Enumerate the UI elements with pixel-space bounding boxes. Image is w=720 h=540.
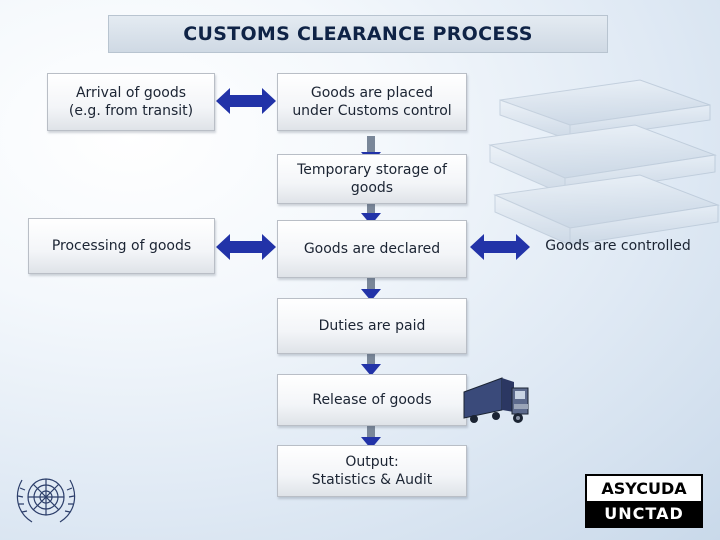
- double-arrow-declared-controlled: [470, 234, 530, 260]
- node-temporary-storage: Temporary storage of goods: [277, 154, 467, 204]
- node-release-of-goods: Release of goods: [277, 374, 467, 426]
- node-processing-of-goods: Processing of goods: [28, 218, 215, 274]
- node-label: Goods are controlled: [545, 237, 691, 254]
- un-emblem-icon: [16, 478, 76, 523]
- node-label: Goods are declared: [303, 240, 441, 257]
- page-title: CUSTOMS CLEARANCE PROCESS: [183, 23, 533, 45]
- node-label: Release of goods: [312, 391, 432, 408]
- node-label: Output: Statistics & Audit: [311, 453, 433, 488]
- node-arrival-of-goods: Arrival of goods (e.g. from transit): [47, 73, 215, 131]
- title-bar: CUSTOMS CLEARANCE PROCESS: [108, 15, 608, 53]
- node-label: Arrival of goods (e.g. from transit): [68, 84, 194, 119]
- books-illustration: [488, 79, 720, 246]
- node-label: Duties are paid: [318, 317, 426, 334]
- truck-icon: [463, 377, 529, 423]
- node-label: Temporary storage of goods: [297, 161, 447, 196]
- down-arrow-release-output: [361, 425, 381, 449]
- down-arrow-duties-release: [361, 352, 381, 376]
- node-duties-paid: Duties are paid: [277, 298, 467, 354]
- node-label: Processing of goods: [51, 237, 192, 254]
- unctad-label: UNCTAD: [587, 501, 701, 526]
- down-arrow-storage-declared: [361, 203, 381, 225]
- double-arrow-processing-declared: [216, 234, 276, 260]
- asycuda-label: ASYCUDA: [601, 479, 687, 498]
- double-arrow-arrival-placed: [216, 88, 276, 114]
- node-output: Output: Statistics & Audit: [277, 445, 467, 497]
- node-label: Goods are placed under Customs control: [292, 84, 452, 119]
- down-arrow-declared-duties: [361, 277, 381, 301]
- node-goods-controlled: Goods are controlled: [532, 228, 704, 264]
- node-goods-placed: Goods are placed under Customs control: [277, 73, 467, 131]
- node-goods-declared: Goods are declared: [277, 220, 467, 278]
- asycuda-unctad-logo: ASYCUDA UNCTAD: [585, 474, 703, 528]
